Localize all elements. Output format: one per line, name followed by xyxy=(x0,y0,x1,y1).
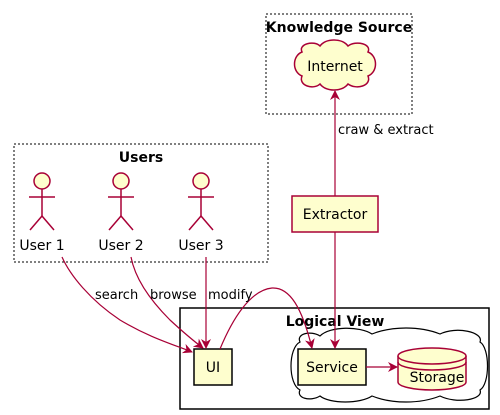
extractor-node: Extractor xyxy=(291,195,379,233)
ui-label: UI xyxy=(206,360,220,376)
package-users: Users xyxy=(13,143,269,263)
storage-label: Storage xyxy=(410,370,465,386)
actor-label: User 1 xyxy=(19,238,64,254)
edges xyxy=(61,90,398,372)
inner-cloud-icon xyxy=(290,327,489,403)
actor-figure-icon xyxy=(188,172,214,231)
edge-label-crawl: craw & extract xyxy=(338,123,434,138)
actor-label: User 3 xyxy=(178,238,223,254)
package-title-users: Users xyxy=(119,150,163,166)
actor-user-2: User 2 xyxy=(98,172,144,254)
edge-search xyxy=(61,256,193,354)
cloud-shape-icon xyxy=(293,39,377,91)
edge-label-search: search xyxy=(95,288,138,303)
edge-ui-service xyxy=(219,287,315,350)
database-icon xyxy=(397,347,467,365)
edge-label-browse: browse xyxy=(150,288,197,303)
package-knowledge-source: Knowledge Source xyxy=(265,13,413,115)
edge-label-modify: modify xyxy=(208,288,253,303)
edge-browse xyxy=(130,256,204,349)
service-node: Service xyxy=(297,348,367,386)
storage-node: Storage xyxy=(397,347,467,391)
actor-figure-icon xyxy=(108,172,134,231)
extractor-label: Extractor xyxy=(303,207,368,223)
actor-user-3: User 3 xyxy=(178,172,224,254)
package-title-knowledge-source: Knowledge Source xyxy=(266,20,412,36)
actor-figure-icon xyxy=(29,172,55,231)
actor-label: User 2 xyxy=(98,238,143,254)
service-label: Service xyxy=(306,360,358,376)
internet-label: Internet xyxy=(307,59,363,75)
actor-user-1: User 1 xyxy=(19,172,65,254)
ui-node: UI xyxy=(193,348,233,386)
internet-node: Internet xyxy=(293,39,377,91)
